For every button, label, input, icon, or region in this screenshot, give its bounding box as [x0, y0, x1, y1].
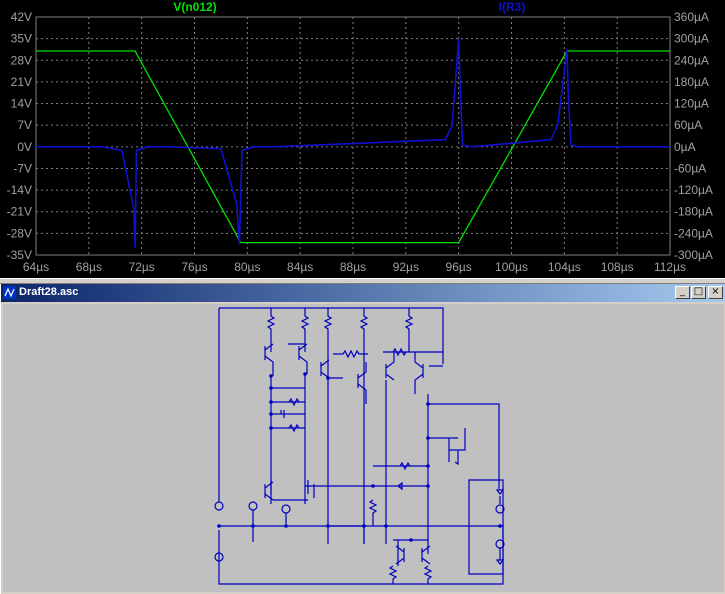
- transistor-q6[interactable]: [414, 352, 443, 394]
- transistor-q2[interactable]: [288, 343, 308, 374]
- grid: [35, 16, 671, 256]
- trace-title-i-r3[interactable]: I(R3): [499, 0, 526, 14]
- x-tick-label: 80µs: [234, 260, 260, 274]
- transistor-q3[interactable]: [320, 359, 343, 379]
- window-title: Draft28.asc: [19, 286, 79, 298]
- y-right-tick-label: 300µA: [674, 32, 709, 46]
- y-left-tick-label: -35V: [7, 248, 32, 262]
- y-right-tick-label: 360µA: [674, 10, 709, 24]
- wire-verticals[interactable]: [304, 352, 429, 554]
- wire-output-rail[interactable]: [468, 479, 504, 575]
- trace-i-r3[interactable]: [36, 38, 670, 248]
- trace-v-n012[interactable]: [36, 50, 670, 244]
- schematic-canvas[interactable]: [3, 304, 724, 592]
- y-left-tick-label: -14V: [7, 183, 32, 197]
- resistor-top-1[interactable]: [266, 308, 276, 344]
- schematic-drawing[interactable]: [3, 304, 724, 592]
- y-left-tick-label: 7V: [17, 118, 32, 132]
- y-left-tick-label: 42V: [11, 10, 32, 24]
- x-tick-label: 76µs: [181, 260, 207, 274]
- diode-d2[interactable]: [495, 548, 505, 565]
- y-left-tick-label: 0V: [17, 140, 32, 154]
- y-axis-right: 360µA 300µA 240µA 180µA 120µA 60µA 0µA -60µA -12…: [674, 10, 713, 262]
- wire-bottom-return[interactable]: [252, 510, 365, 544]
- x-axis: 64µs 68µs 72µs 76µs 80µs 84µs 88µs 92µs 96µs 100µ…: [23, 260, 686, 274]
- wire-mid-bus[interactable]: [305, 481, 428, 491]
- close-button[interactable]: ×: [708, 286, 723, 299]
- x-tick-label: 72µs: [129, 260, 155, 274]
- x-tick-label: 92µs: [393, 260, 419, 274]
- minimize-button[interactable]: _: [675, 286, 690, 299]
- y-left-tick-label: 35V: [11, 32, 32, 46]
- schematic-window: Draft28.asc _ □ ×: [0, 284, 725, 594]
- transistor-pair-bottom[interactable]: [264, 480, 315, 501]
- wire-top-rail[interactable]: [219, 307, 444, 364]
- x-tick-label: 88µs: [340, 260, 366, 274]
- y-right-tick-label: 0µA: [674, 140, 696, 154]
- x-tick-label: 104µs: [548, 260, 581, 274]
- transistor-q1[interactable]: [264, 343, 274, 376]
- x-tick-label: 108µs: [601, 260, 634, 274]
- voltage-source-v1[interactable]: [214, 501, 224, 511]
- waveform-plot[interactable]: 42V 35V 28V 21V 14V 7V 0V -7V -14V -21V -28V -35V 3…: [0, 0, 725, 281]
- wire-right-network[interactable]: [428, 403, 500, 489]
- resistor-emitters[interactable]: [388, 565, 433, 584]
- wire-bias-network[interactable]: [270, 376, 305, 504]
- bias-components[interactable]: [280, 397, 300, 433]
- source-i1[interactable]: [248, 501, 258, 511]
- resistor-ground[interactable]: [368, 499, 378, 526]
- source-i2[interactable]: [281, 504, 291, 514]
- resistor-feedback[interactable]: [373, 461, 428, 471]
- resistor-top-2[interactable]: [300, 308, 310, 346]
- output-source-1[interactable]: [495, 504, 505, 514]
- y-right-tick-label: -240µA: [674, 226, 713, 240]
- resistor-top-3[interactable]: [323, 308, 333, 352]
- wire-left-loop[interactable]: [218, 308, 504, 585]
- y-right-tick-label: 240µA: [674, 53, 709, 67]
- transistor-q5[interactable]: [383, 347, 443, 381]
- y-right-tick-label: 180µA: [674, 75, 709, 89]
- ltspice-app-icon: [3, 286, 16, 299]
- pane-splitter[interactable]: [0, 278, 725, 284]
- resistor-top-4[interactable]: [359, 308, 369, 354]
- y-left-tick-label: 14V: [11, 97, 32, 111]
- schematic-titlebar[interactable]: Draft28.asc _ □ ×: [1, 284, 725, 302]
- x-tick-label: 100µs: [495, 260, 528, 274]
- waveform-plot-pane[interactable]: 42V 35V 28V 21V 14V 7V 0V -7V -14V -21V -28V -35V 3…: [0, 0, 725, 281]
- maximize-button[interactable]: □: [691, 286, 706, 299]
- diode-d1[interactable]: [495, 489, 505, 504]
- x-tick-label: 84µs: [287, 260, 313, 274]
- y-left-tick-label: -7V: [13, 161, 32, 175]
- y-right-tick-label: -180µA: [674, 205, 713, 219]
- y-right-tick-label: -300µA: [674, 248, 713, 262]
- resistor-top-5[interactable]: [404, 308, 414, 352]
- y-right-tick-label: -60µA: [674, 161, 706, 175]
- y-right-tick-label: 60µA: [674, 118, 702, 132]
- y-right-tick-label: -120µA: [674, 183, 713, 197]
- trace-title-v-n012[interactable]: V(n012): [173, 0, 216, 14]
- y-right-tick-label: 120µA: [674, 97, 709, 111]
- current-mirror[interactable]: [393, 539, 431, 566]
- resistor-mid-1[interactable]: [333, 349, 368, 359]
- x-tick-label: 112µs: [654, 260, 686, 274]
- y-left-tick-label: 21V: [11, 75, 32, 89]
- y-axis-left: 42V 35V 28V 21V 14V 7V 0V -7V -14V -21V -28V -35V: [7, 10, 32, 262]
- y-left-tick-label: -21V: [7, 205, 32, 219]
- transistor-q4[interactable]: [357, 362, 367, 404]
- x-tick-label: 68µs: [76, 260, 102, 274]
- y-left-tick-label: -28V: [7, 226, 32, 240]
- x-tick-label: 64µs: [23, 260, 49, 274]
- y-left-tick-label: 28V: [11, 53, 32, 67]
- voltage-source-v2[interactable]: [214, 552, 224, 562]
- x-tick-label: 96µs: [446, 260, 472, 274]
